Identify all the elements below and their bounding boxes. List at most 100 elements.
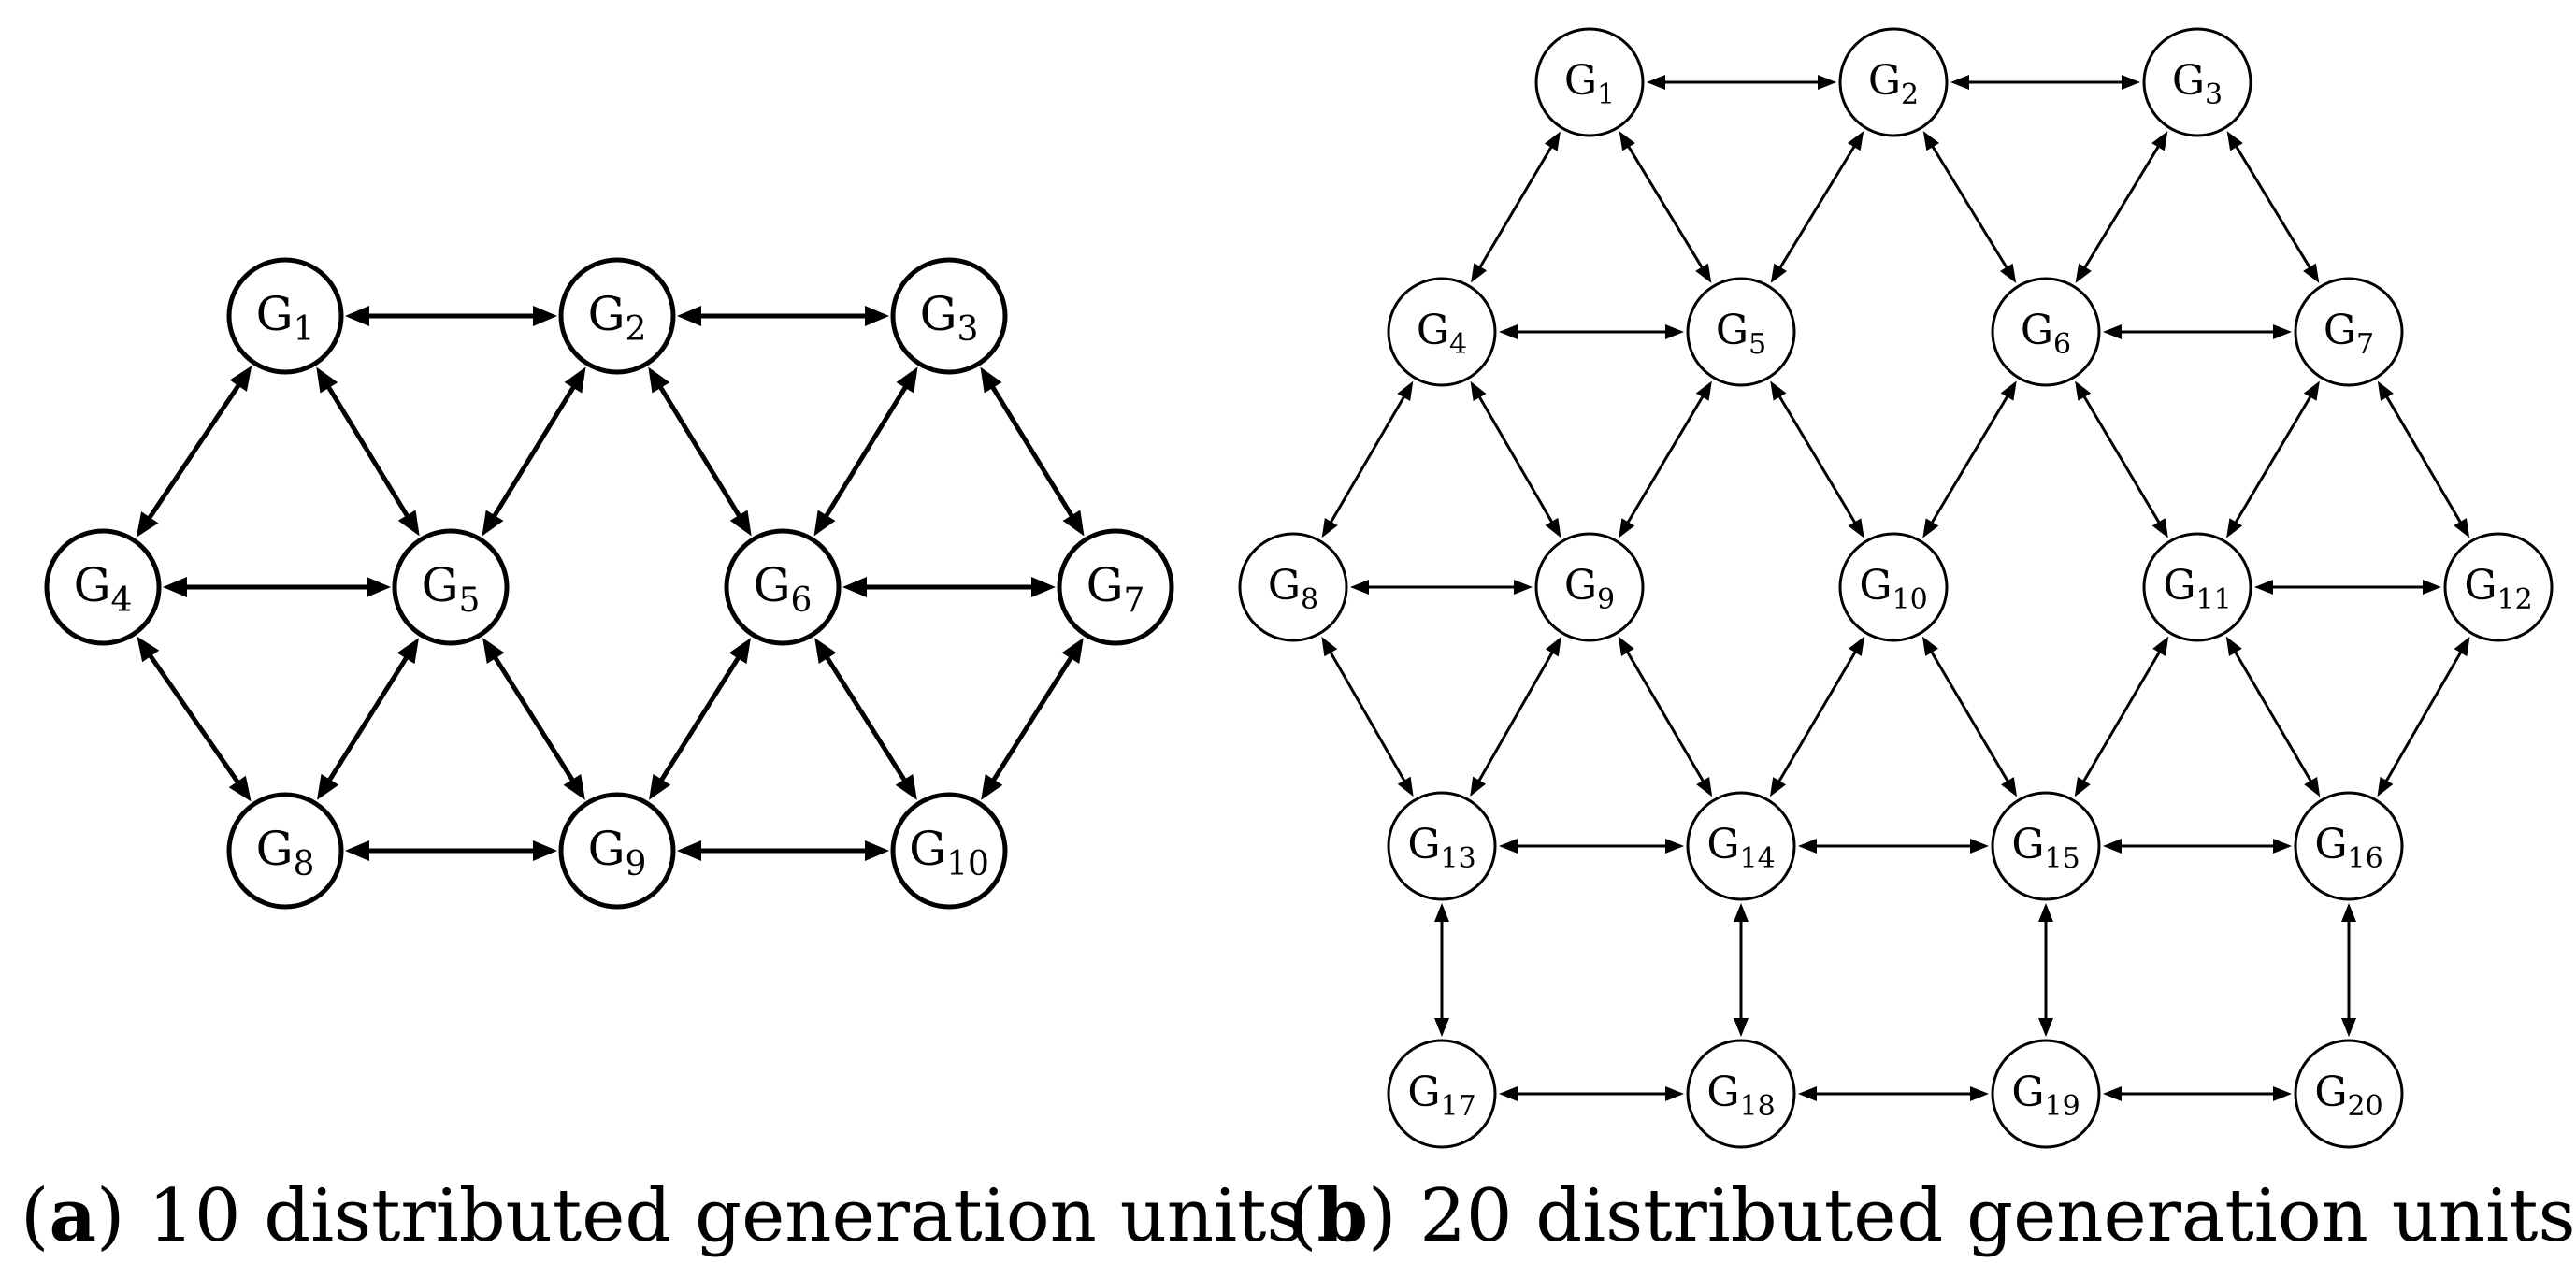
panel_b-node-circle-G10 xyxy=(1838,532,1949,642)
panel_b-node-label-G19: G19 xyxy=(2011,1069,2080,1123)
panel_a-arrowhead-6-10-start xyxy=(814,638,837,664)
panel_b-edge-line-5-10 xyxy=(1777,393,1858,526)
panel_b-node-G17: G17 xyxy=(1387,1039,1497,1149)
panel_b-edge-4-9 xyxy=(1470,380,1561,538)
panel_b-arrowhead-16-20-start xyxy=(2341,903,2356,922)
panel_b-arrowhead-11-16-end xyxy=(2304,777,2321,797)
panel_a-node-G2: G2 xyxy=(558,257,676,375)
panel_b-edge-2-3 xyxy=(1950,75,2140,90)
panel_b-node-circle-G6 xyxy=(1991,277,2101,387)
panel_b-edge-line-7-12 xyxy=(2383,393,2464,526)
panel_b-node-label-G12: G12 xyxy=(2464,562,2532,616)
panel_b-edge-17-18 xyxy=(1499,1086,1684,1101)
panel_b-arrowhead-3-7-start xyxy=(2226,131,2243,151)
panel_b-edge-1-4 xyxy=(1471,131,1561,283)
panel_a-arrowhead-3-7-end xyxy=(1062,510,1085,537)
panel_b-arrowhead-2-5-end xyxy=(1770,263,1788,283)
panel_b-arrowhead-11-16-start xyxy=(2225,636,2242,656)
panel_a-edge-line-6-9 xyxy=(656,653,743,785)
panel_a-node-circle-G6 xyxy=(724,528,842,646)
panel_a-arrowhead-7-10-start xyxy=(1061,638,1084,664)
panel_b-node-G8: G8 xyxy=(1238,532,1348,642)
panel_a-node-circle-G3 xyxy=(890,257,1008,375)
panel_b-node-circle-G4 xyxy=(1387,277,1497,387)
panel_b-arrowhead-3-7-end xyxy=(2303,263,2320,283)
panel_b-edge-10-14 xyxy=(1769,636,1865,797)
panel_b-arrowhead-3-6-start xyxy=(2151,131,2168,151)
panel_a-edge-line-4-8 xyxy=(146,651,242,787)
panel_b-arrowhead-5-10-end xyxy=(1848,518,1864,538)
panel_b-arrowhead-8-13-start xyxy=(1321,636,1338,657)
panel_a-edge-line-1-5 xyxy=(324,382,411,521)
panel_b-node-circle-G12 xyxy=(2443,532,2554,642)
panel_b-node-circle-G7 xyxy=(2294,277,2404,387)
panel_b-arrowhead-2-3-end xyxy=(2122,75,2140,90)
panel_b-edge-11-15 xyxy=(2074,636,2169,797)
panel_a-node-G6: G6 xyxy=(724,528,842,646)
panel_a-node-G4: G4 xyxy=(44,528,162,646)
panel_b-arrowhead-8-13-end xyxy=(1397,776,1414,797)
panel_a-arrowhead-5-8-start xyxy=(396,638,419,665)
panel_b-node-label-G2: G2 xyxy=(1868,57,1919,111)
panel_b-node-G5: G5 xyxy=(1686,277,1796,387)
panel_a-edge-line-5-9 xyxy=(491,653,577,785)
panel_b-edge-8-9 xyxy=(1350,580,1533,595)
panel_a-node-label-G6: G6 xyxy=(754,558,813,620)
panel_b-node-G13: G13 xyxy=(1387,791,1497,901)
panel_a-arrowhead-9-10-start xyxy=(677,840,701,861)
panel_b-arrowhead-7-11-start xyxy=(2303,380,2320,401)
panel_b-node-circle-G3 xyxy=(2142,27,2252,137)
panel_b-edge-line-4-9 xyxy=(1476,393,1555,526)
panel_a-edge-line-1-4 xyxy=(145,380,243,524)
panel_b-node-G16: G16 xyxy=(2294,791,2404,901)
panel_b-node-G9: G9 xyxy=(1534,532,1645,642)
panel_b-arrowhead-4-5-end xyxy=(1665,324,1684,339)
panel_b-edge-5-10 xyxy=(1770,380,1864,538)
panel_a-arrowhead-6-9-end xyxy=(649,773,671,800)
panel_a-node-label-G4: G4 xyxy=(74,558,133,620)
caption-b: (b) 20 distributed generation units xyxy=(1288,1173,2576,1258)
panel_b-arrowhead-15-16-start xyxy=(2103,839,2122,854)
panel_b-edge-3-6 xyxy=(2075,131,2168,283)
panel_b-arrowhead-11-15-end xyxy=(2074,777,2091,797)
panel_b-node-G4: G4 xyxy=(1387,277,1497,387)
panel_a-arrowhead-4-8-end xyxy=(228,775,252,802)
panel_a-edge-5-9 xyxy=(482,638,585,800)
panel_a-node-G8: G8 xyxy=(226,792,344,910)
panel_b-node-circle-G8 xyxy=(1238,532,1348,642)
panel_a-node-G3: G3 xyxy=(890,257,1008,375)
panel_b-arrowhead-15-16-end xyxy=(2273,839,2292,854)
panel_b-arrowhead-2-6-end xyxy=(1999,263,2017,283)
panel_b-arrowhead-2-5-start xyxy=(1847,131,1864,151)
panel_b-edge-line-4-8 xyxy=(1328,393,1407,526)
panel_b-arrowhead-8-9-end xyxy=(1514,580,1533,595)
panel_b-node-label-G3: G3 xyxy=(2172,57,2223,111)
panel_b-edge-line-6-11 xyxy=(2081,393,2162,526)
panel_b-edge-8-13 xyxy=(1321,636,1414,797)
panel_a-arrowhead-2-6-end xyxy=(729,510,752,537)
panel_b-arrowhead-14-15-end xyxy=(1970,839,1989,854)
panel_a-edge-7-10 xyxy=(981,638,1084,800)
panel_b-arrowhead-12-16-start xyxy=(2454,636,2470,657)
panel_b-edge-1-2 xyxy=(1647,75,1836,90)
panel_b-arrowhead-19-20-end xyxy=(2273,1086,2292,1101)
panel_b-arrowhead-14-18-start xyxy=(1734,903,1749,922)
panel_b-node-circle-G20 xyxy=(2294,1039,2404,1149)
panel_b-edge-12-16 xyxy=(2377,636,2470,797)
panel_b-node-G14: G14 xyxy=(1686,791,1796,901)
panel_b-arrowhead-7-12-end xyxy=(2454,518,2470,538)
panel_b-edge-line-2-6 xyxy=(1929,142,2010,272)
panel_a-edge-line-5-8 xyxy=(324,653,411,785)
caption-b-label: b xyxy=(1317,1173,1368,1258)
panel_b-arrowhead-10-14-end xyxy=(1769,777,1786,797)
panel_b-arrowhead-11-12-end xyxy=(2423,580,2441,595)
panel_a-node-circle-G4 xyxy=(44,528,162,646)
panel_b-edge-line-3-6 xyxy=(2081,143,2162,271)
panel_b-arrowhead-2-3-start xyxy=(1950,75,1969,90)
panel_a-arrowhead-1-4-start xyxy=(229,366,252,392)
panel_b-arrowhead-6-11-start xyxy=(2075,380,2092,401)
panel_b-edge-line-9-14 xyxy=(1624,648,1706,785)
panel_a-arrowhead-5-8-end xyxy=(317,773,339,800)
panel_a-edge-3-6 xyxy=(813,366,918,537)
